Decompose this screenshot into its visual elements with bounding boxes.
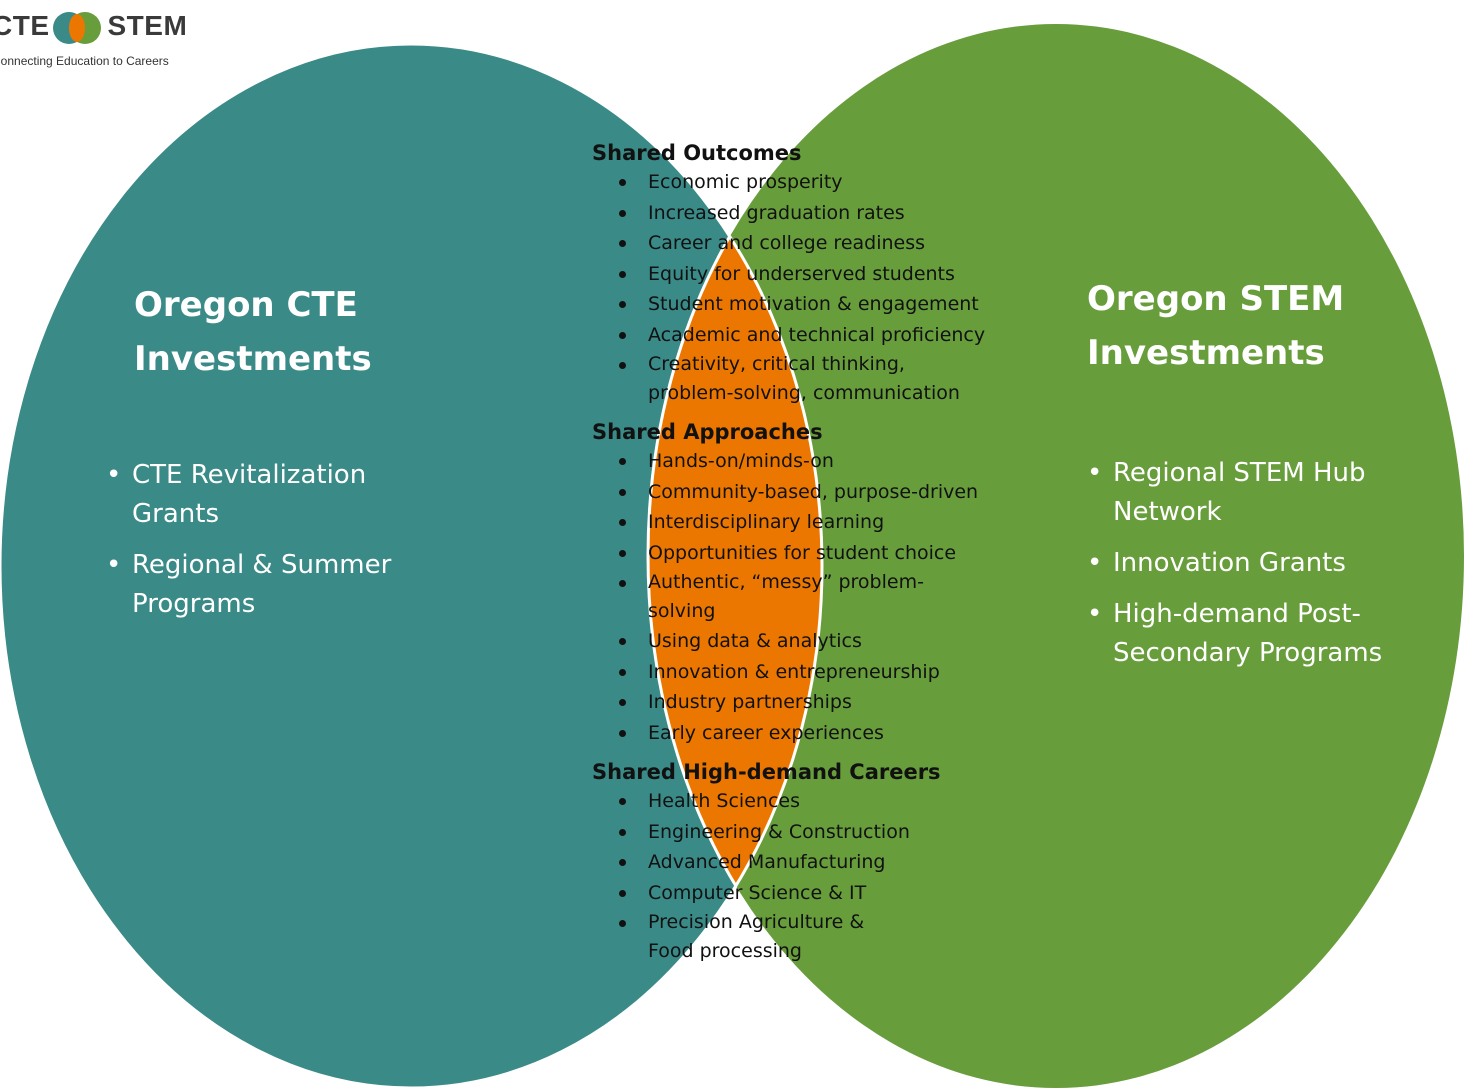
cte-investments-list: CTE Revitalization Grants Regional & Sum… [102,456,392,636]
outcome-item: Increased graduation rates [592,198,1052,229]
approach-item: Using data & analytics [592,626,1052,657]
career-item: Precision Agriculture &Food processing [592,908,1052,966]
shared-outcomes-list: Economic prosperity Increased graduation… [592,167,1052,408]
shared-content: Shared Outcomes Economic prosperity Incr… [592,139,1052,976]
approach-item: Hands-on/minds-on [592,446,1052,477]
career-item: Computer Science & IT [592,878,1052,909]
outcome-item: Career and college readiness [592,228,1052,259]
stem-list-item: High-demand Post-Secondary Programs [1083,595,1413,673]
approach-item: Community-based, purpose-driven [592,477,1052,508]
outcome-item: Academic and technical proficiency [592,320,1052,351]
approach-item: Early career experiences [592,718,1052,749]
logo-cte-text: CTE [0,10,50,41]
shared-approaches-list: Hands-on/minds-on Community-based, purpo… [592,446,1052,748]
career-item: Health Sciences [592,786,1052,817]
outcome-item: Student motivation & engagement [592,289,1052,320]
logo-wordmark: CTE STEM [0,10,187,42]
stem-title-line2: Investments [1087,333,1325,373]
shared-careers-title: Shared High-demand Careers [592,760,941,784]
approach-item: Innovation & entrepreneurship [592,657,1052,688]
cte-title-line2: Investments [134,339,372,379]
stem-circle [648,24,1464,1088]
cte-title: Oregon CTE Investments [134,278,372,386]
approach-item: Opportunities for student choice [592,538,1052,569]
approach-item: Authentic, “messy” problem-solving [592,568,1052,626]
shared-approaches-title: Shared Approaches [592,420,823,444]
career-item: Advanced Manufacturing [592,847,1052,878]
stem-investments-list: Regional STEM Hub Network Innovation Gra… [1083,454,1413,685]
outcome-item: Equity for underserved students [592,259,1052,290]
cte-list-item: Regional & Summer Programs [102,546,392,624]
shared-careers-list: Health Sciences Engineering & Constructi… [592,786,1052,966]
stem-title-line1: Oregon STEM [1087,279,1345,319]
career-item: Engineering & Construction [592,817,1052,848]
logo-stem-text: STEM [107,10,188,41]
shared-outcomes-title: Shared Outcomes [592,141,802,165]
approach-item: Interdisciplinary learning [592,507,1052,538]
cte-list-item: CTE Revitalization Grants [102,456,392,534]
logo: CTE STEM Connecting Education to Careers [0,6,210,76]
cte-circle-outline [0,42,824,1088]
outcome-item: Creativity, critical thinking,problem-so… [592,350,1052,408]
logo-tagline: Connecting Education to Careers [0,54,169,68]
approach-item: Industry partnerships [592,687,1052,718]
stem-list-item: Regional STEM Hub Network [1083,454,1413,532]
stem-title: Oregon STEM Investments [1087,272,1344,380]
cte-circle [0,44,822,1088]
logo-overlap-icon [53,12,101,44]
cte-title-line1: Oregon CTE [134,285,358,325]
overlap-region [646,44,822,1088]
stem-list-item: Innovation Grants [1083,544,1413,583]
outcome-item: Economic prosperity [592,167,1052,198]
